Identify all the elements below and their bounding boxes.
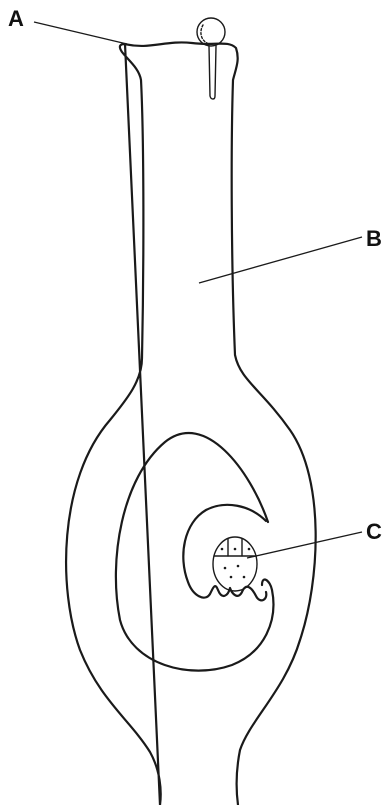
label-a: A xyxy=(8,6,24,31)
label-c: C xyxy=(366,519,382,544)
leader-line-b xyxy=(199,237,362,283)
embryo-sac xyxy=(213,537,257,591)
ovule-outer-integument xyxy=(116,433,274,671)
leader-line-c xyxy=(247,532,362,558)
pollen-grain xyxy=(197,18,225,46)
pollen-tube xyxy=(209,46,216,99)
carpel-outline xyxy=(66,42,316,805)
leader-line-a xyxy=(34,22,127,44)
embryo-sac-nuclei xyxy=(221,548,251,579)
pollen-grain-inner xyxy=(201,25,207,43)
label-b: B xyxy=(366,226,382,251)
ovule-inner-integument xyxy=(183,505,266,601)
